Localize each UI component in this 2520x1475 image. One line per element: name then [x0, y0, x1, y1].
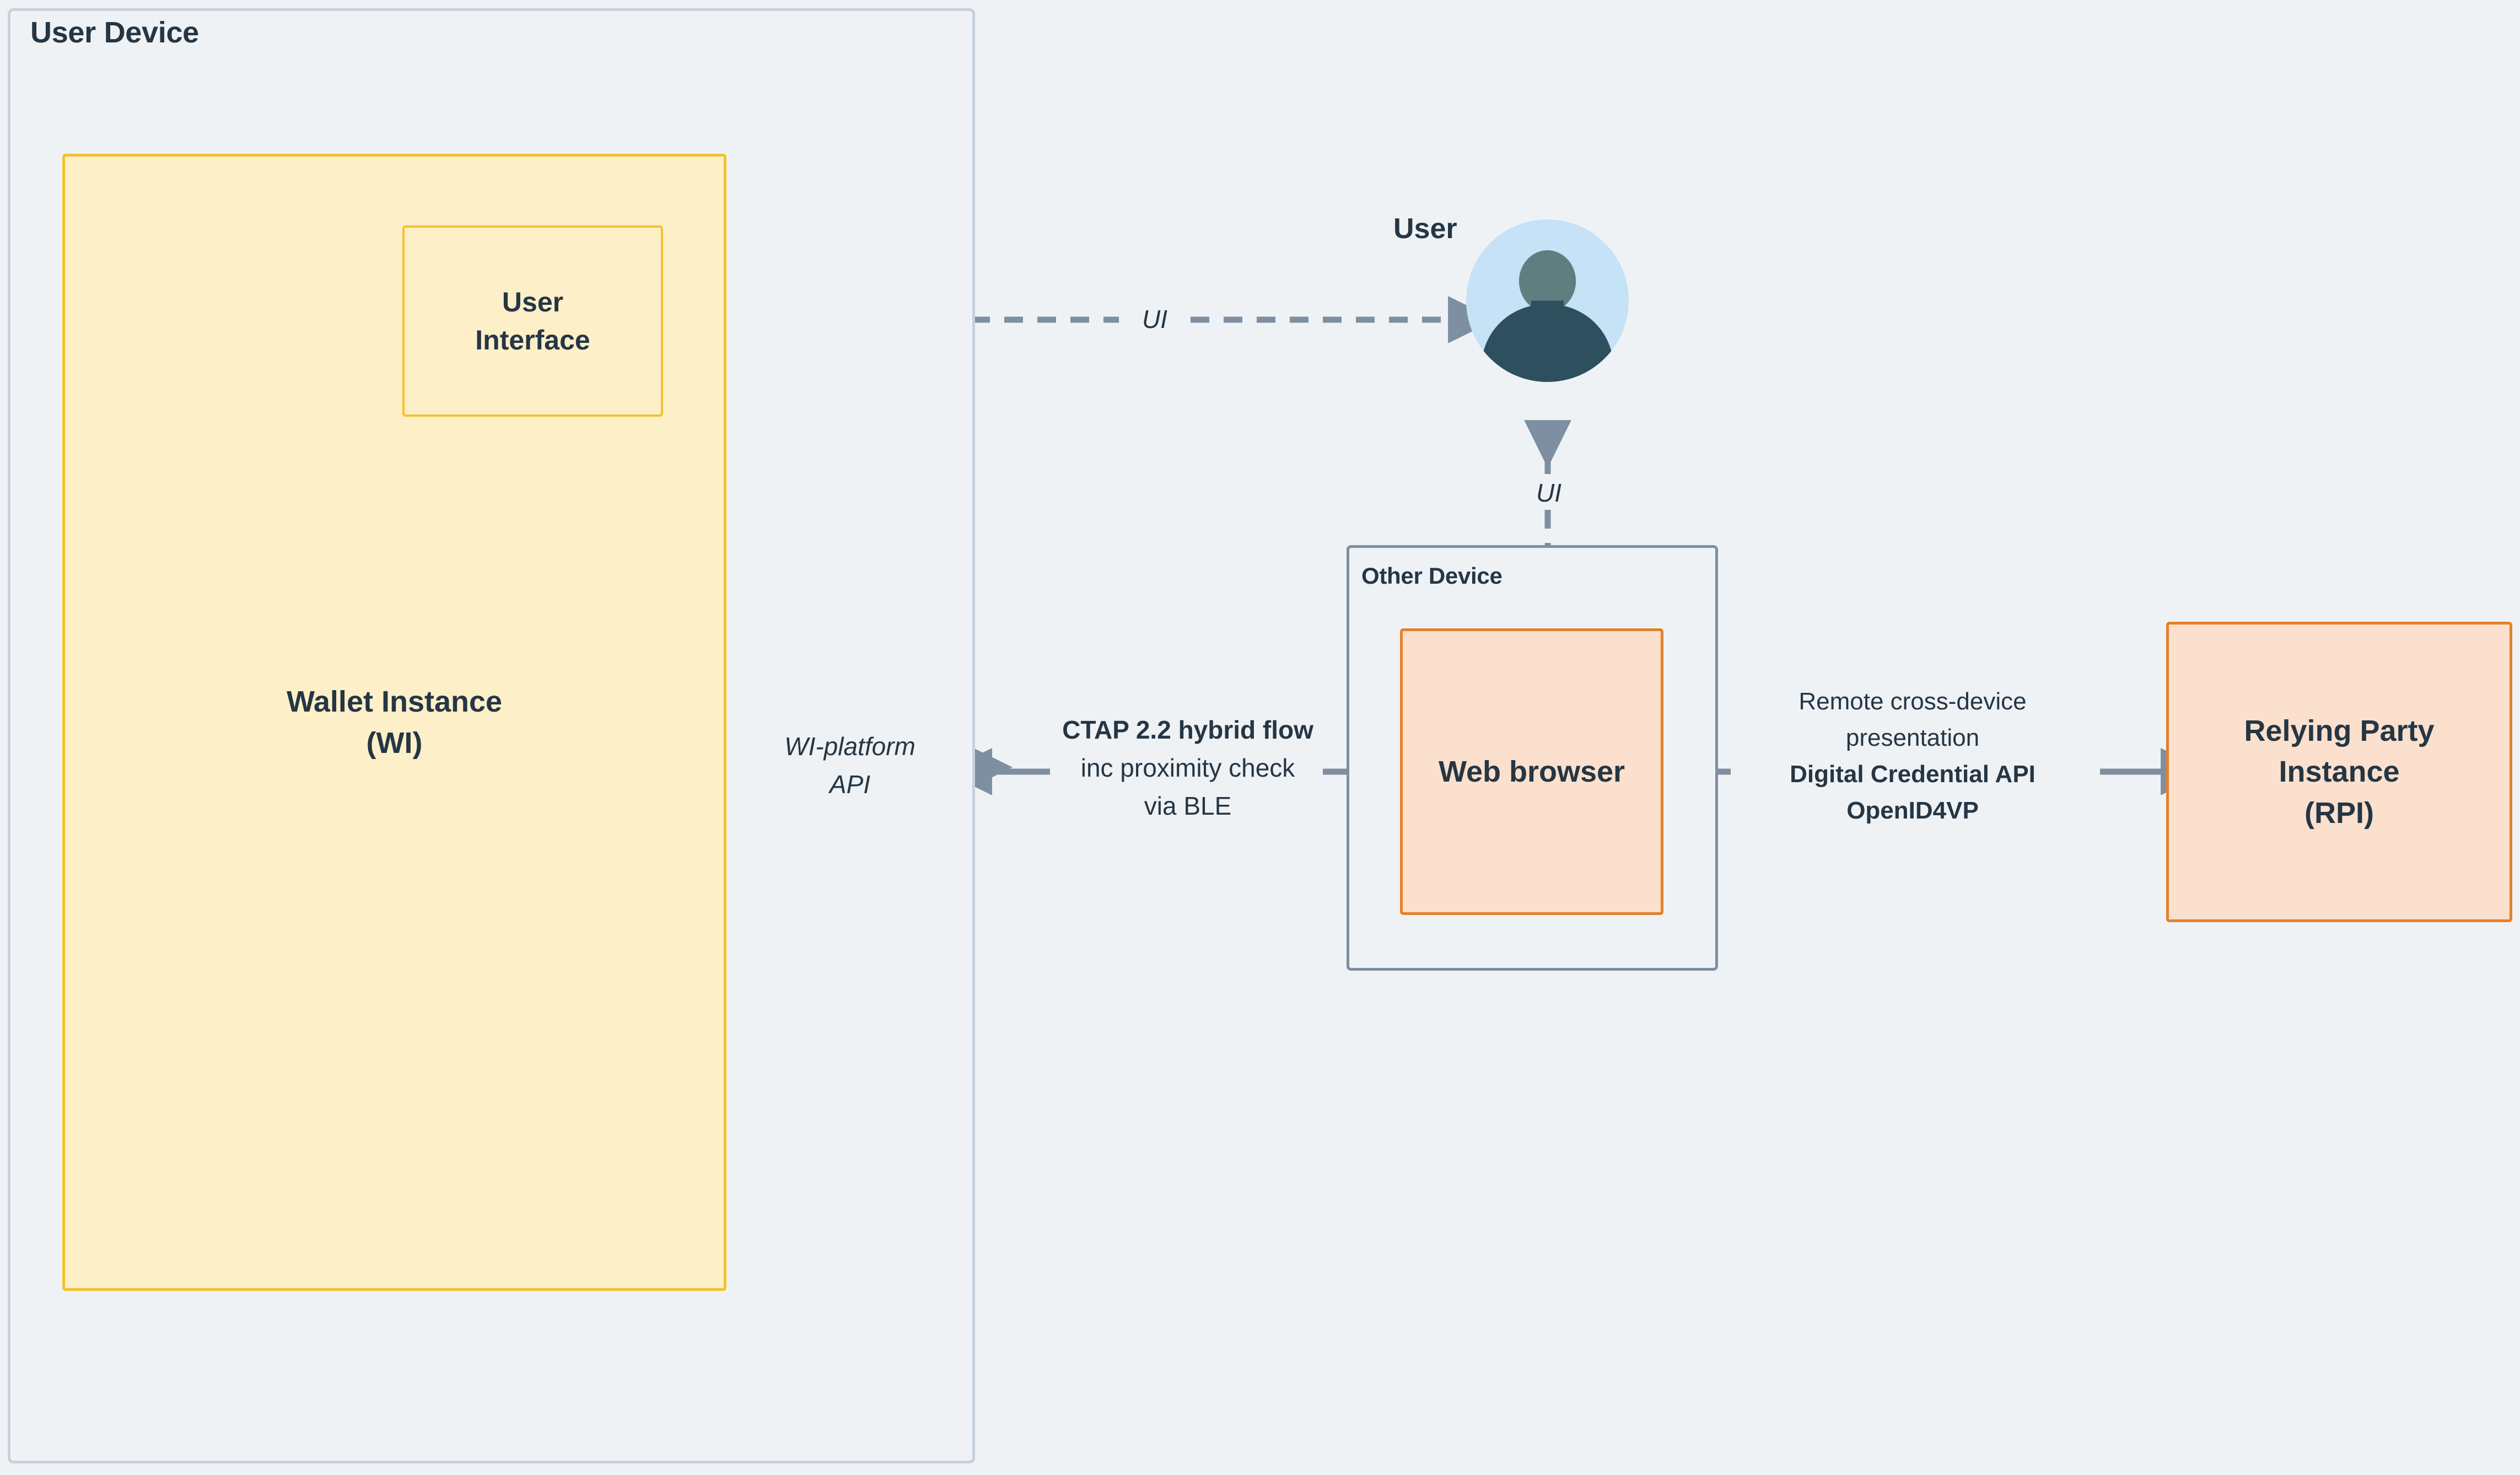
node-wallet-instance-line1: Wallet Instance: [286, 685, 503, 718]
node-wallet-instance-text: Wallet Instance (WI): [287, 681, 502, 763]
edge-label-remote-line3: Digital Credential API: [1790, 761, 2036, 788]
edge-label-wi-platform-api-line1: WI-platform: [784, 732, 916, 761]
node-relying-party-instance[interactable]: Relying Party Instance (RPI): [2166, 622, 2512, 922]
node-relying-party-instance-text: Relying Party Instance (RPI): [2244, 710, 2434, 834]
edge-label-ctap-hybrid: CTAP 2.2 hybrid flow inc proximity check…: [1033, 711, 1342, 825]
node-user-interface-line2: Interface: [475, 324, 590, 356]
edge-label-ui-browser-user: UI: [1536, 478, 1561, 507]
node-web-browser-line1: Web browser: [1438, 755, 1625, 788]
edge-label-ui-user-interface: UI: [1142, 305, 1167, 333]
node-relying-party-line1: Relying Party: [2244, 714, 2435, 747]
edge-label-remote-presentation: Remote cross-device presentation Digital…: [1720, 683, 2106, 829]
node-web-browser[interactable]: Web browser: [1400, 628, 1663, 915]
edge-label-ctap-line2: inc proximity check: [1080, 753, 1295, 782]
node-relying-party-line3: (RPI): [2304, 796, 2374, 830]
user-actor-label: User: [1393, 213, 1457, 245]
container-user-device-title: User Device: [30, 16, 199, 49]
edge-label-wi-platform-api: WI-platform API: [751, 728, 949, 804]
edge-label-ctap-line1: CTAP 2.2 hybrid flow: [1062, 715, 1313, 744]
edge-label-remote-line4: OpenID4VP: [1846, 797, 1979, 824]
node-wallet-instance-line2: (WI): [366, 726, 423, 760]
node-user-interface-line1: User: [502, 286, 564, 317]
edge-label-ctap-line3: via BLE: [1144, 792, 1232, 820]
avatar: [1466, 219, 1629, 382]
node-user-interface-text: User Interface: [475, 283, 590, 359]
edge-label-remote-line2: presentation: [1845, 724, 1980, 751]
edge-label-remote-line1: Remote cross-device: [1799, 688, 2027, 715]
container-other-device-title: Other Device: [1361, 563, 1503, 589]
edge-label-wi-platform-api-line2: API: [829, 770, 871, 799]
node-user-interface[interactable]: User Interface: [402, 225, 663, 417]
node-relying-party-line2: Instance: [2279, 755, 2400, 789]
user-avatar-icon: [1466, 219, 1629, 382]
